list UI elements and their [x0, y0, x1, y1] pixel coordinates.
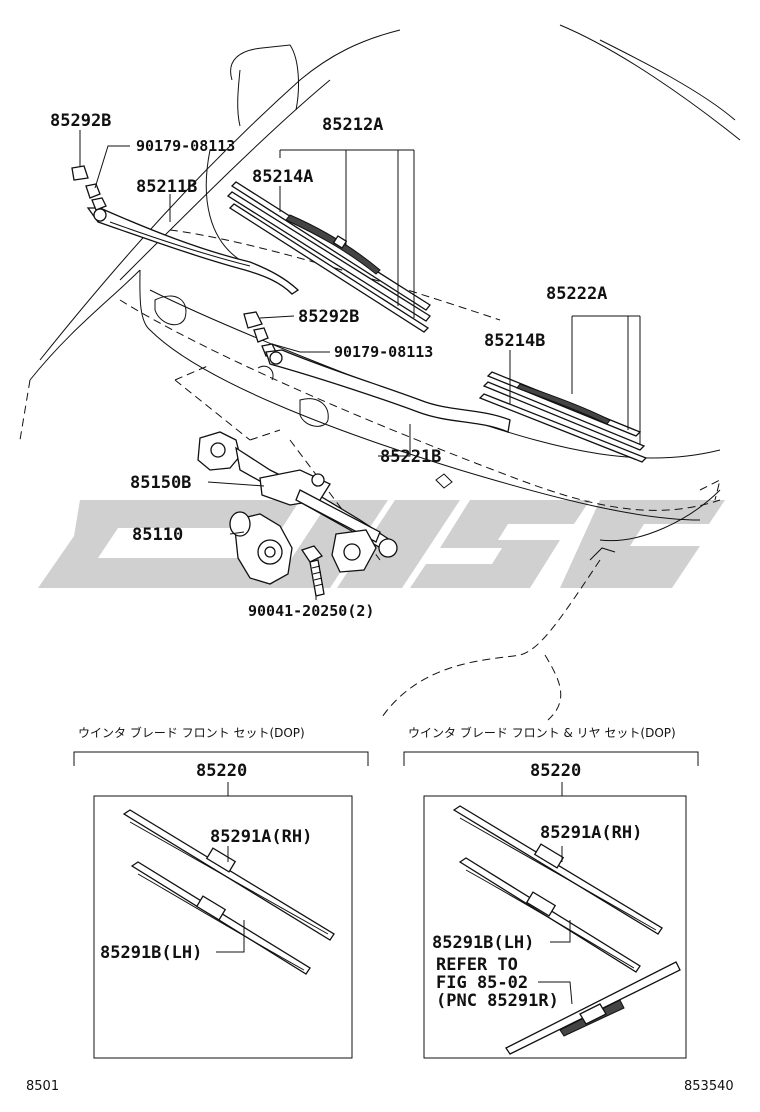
wiper-blade-85212a — [226, 181, 431, 333]
blade-85291b-lh-right — [458, 857, 641, 973]
label-90179-top: 90179-08113 — [136, 137, 235, 155]
blade-rear-85291r — [505, 961, 681, 1055]
footer-left-code: 8501 — [26, 1079, 59, 1094]
label-85214b: 85214B — [484, 331, 545, 351]
set-right-caption: ウインタ ブレード フロント & リヤ セット(DOP) — [408, 725, 676, 740]
set-right-refer-line3: (PNC 85291R) — [436, 991, 559, 1011]
label-85222a: 85222A — [546, 284, 607, 304]
leader-lines — [79, 130, 641, 600]
winter-blade-set-front: ウインタ ブレード フロント セット(DOP) 85220 85291A(RH)… — [73, 725, 369, 1059]
set-left-number: 85220 — [196, 761, 247, 781]
blade-85291a-rh-right — [452, 805, 663, 935]
set-right-refer-line2: FIG 85-02 — [436, 973, 528, 993]
set-right-number: 85220 — [530, 761, 581, 781]
label-85221b: 85221B — [380, 447, 441, 467]
label-90041: 90041-20250(2) — [248, 602, 374, 620]
set-left-caption: ウインタ ブレード フロント セット(DOP) — [78, 725, 305, 740]
label-85150b: 85150B — [130, 473, 191, 493]
label-85110: 85110 — [132, 525, 183, 545]
label-85212a: 85212A — [322, 115, 383, 135]
wiper-link-85150b — [197, 431, 398, 573]
wiper-motor-85110 — [229, 511, 293, 585]
winter-blade-set-front-rear: ウインタ ブレード フロント & リヤ セット(DOP) 85220 85291… — [403, 725, 699, 1059]
wiper-arm-85221b — [265, 349, 511, 433]
cap-85292b-top — [71, 165, 89, 181]
set-right-rh: 85291A(RH) — [540, 823, 642, 843]
footer-right-code: 853540 — [684, 1079, 734, 1094]
label-85292b-mid: 85292B — [298, 307, 359, 327]
set-left-rh: 85291A(RH) — [210, 827, 312, 847]
wiper-arm-85211b — [86, 207, 300, 295]
nut-90179-top — [85, 183, 107, 211]
set-right-refer-line1: REFER TO — [436, 955, 518, 975]
label-85214a: 85214A — [252, 167, 313, 187]
label-85292b-top: 85292B — [50, 111, 111, 131]
set-left-lh: 85291B(LH) — [100, 943, 202, 963]
wiper-blade-85222a — [478, 371, 648, 463]
part-labels: 85292B 90179-08113 85212A 85211B 85214A … — [50, 111, 607, 620]
label-85211b: 85211B — [136, 177, 197, 197]
set-right-lh: 85291B(LH) — [432, 933, 534, 953]
blade-85291b-lh-left — [130, 861, 311, 975]
cap-85292b-mid — [243, 311, 263, 329]
bolt-90041-20250 — [300, 545, 325, 597]
label-90179-mid: 90179-08113 — [334, 343, 433, 361]
blade-85291a-rh-left — [122, 809, 335, 941]
